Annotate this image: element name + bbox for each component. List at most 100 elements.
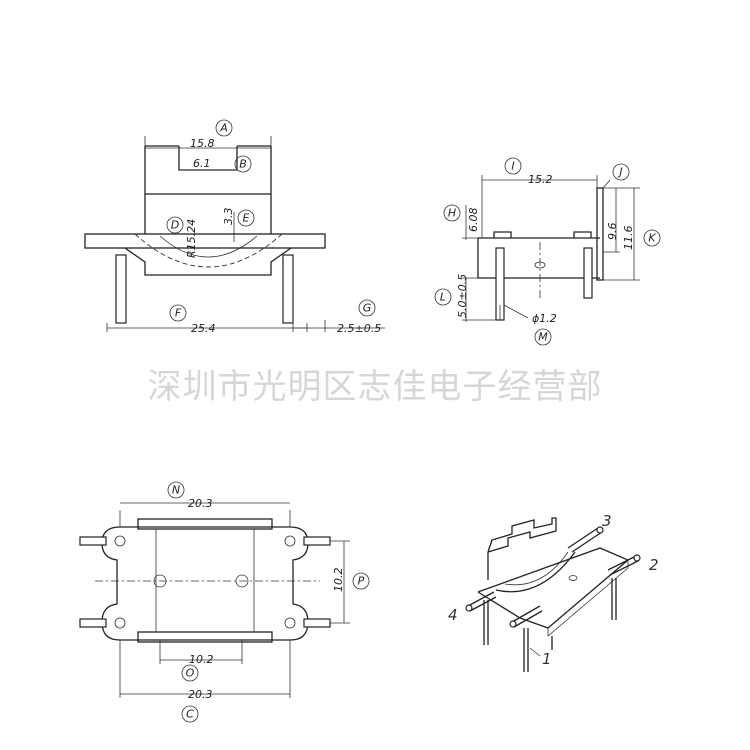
dim-line-n: [119, 502, 291, 527]
callout-p-circle: [352, 572, 370, 590]
iso-pin-3-end: [596, 526, 604, 534]
callout-o: O: [186, 667, 195, 680]
dim-line-j: [602, 179, 611, 189]
dim-p-value: 10.2: [332, 568, 345, 593]
callout-p: P: [358, 575, 365, 588]
callout-n-circle: [167, 481, 185, 499]
callout-b-circle: [234, 155, 252, 173]
iso-pin-1-horiz-end: [509, 620, 517, 628]
bottom-view: 20.3 N 10.2 P 10.2 O 20.3 C: [79, 481, 370, 723]
callout-m-circle: [534, 328, 552, 346]
callout-k: K: [648, 232, 656, 245]
dim-line-c: [119, 640, 291, 698]
iso-saddle-inner: [504, 551, 569, 586]
dim-line-g: [292, 320, 385, 332]
callout-d: D: [171, 219, 179, 232]
dim-f-value: 25.4: [191, 322, 216, 335]
dim-line-l: [462, 277, 496, 322]
pin-leader-1: [529, 647, 541, 657]
callout-h-circle: [443, 204, 461, 222]
iso-pin-2-end: [633, 554, 641, 562]
dim-line-a: [144, 136, 272, 149]
side-pin-right: [583, 247, 593, 299]
iso-view: 3 2 4 1: [448, 512, 659, 672]
bottom-pin-tl: [79, 536, 107, 546]
dim-g-value: 2.5±0.5: [337, 322, 381, 335]
bottom-hole-bl: [114, 617, 126, 629]
front-flange: [84, 233, 326, 249]
pin-number-4: 4: [448, 606, 458, 624]
callout-a-circle: [215, 119, 233, 137]
iso-hole: [568, 575, 578, 581]
front-pin-right: [282, 254, 294, 324]
callout-b: B: [239, 158, 247, 171]
pin-number-3: 3: [602, 512, 612, 530]
callout-h: H: [448, 207, 456, 220]
front-flange-lower: [124, 247, 292, 276]
watermark-text: 深圳市光明区志佳电子经营部: [148, 367, 603, 407]
callout-e: E: [243, 212, 250, 225]
callout-e-circle: [237, 209, 255, 227]
iso-back-wall: [487, 517, 557, 580]
bottom-inner-window: [155, 529, 255, 632]
callout-j-circle: [612, 163, 630, 181]
iso-saddle: [495, 551, 576, 593]
callout-d-circle: [166, 216, 184, 234]
dim-d-value: R15.24: [185, 219, 198, 258]
iso-pin-4: [467, 591, 497, 612]
dim-line-p: [330, 540, 350, 624]
dim-i-value: 15.2: [528, 173, 553, 186]
front-radius-arc-inner: [159, 235, 258, 258]
callout-n: N: [172, 484, 180, 497]
front-pin-left: [115, 254, 127, 324]
dim-k-value: 11.6: [622, 226, 635, 251]
bottom-pin-tr: [303, 536, 331, 546]
bottom-pin-br: [303, 618, 331, 628]
side-hole: [534, 261, 546, 269]
side-view: 15.2 I J 9.6 11.6 K 6.08 H 5.0±0.5 L ϕ1.…: [434, 157, 661, 346]
front-body-outline: [144, 145, 272, 234]
dim-n-value: 20.3: [188, 497, 213, 510]
side-wall: [596, 187, 604, 281]
callout-k-circle: [643, 229, 661, 247]
front-radius-arc: [134, 233, 283, 268]
callout-l-circle: [434, 288, 452, 306]
callout-f: F: [175, 307, 182, 320]
callout-a: A: [219, 122, 228, 135]
dim-line-o: [159, 640, 243, 664]
bottom-hole-tr: [284, 535, 296, 547]
callout-i: I: [511, 160, 514, 173]
iso-down-pins: [483, 578, 617, 672]
callout-g-circle: [358, 299, 376, 317]
dim-j-value: 9.6: [606, 223, 619, 241]
dim-line-m: [499, 304, 529, 320]
iso-pin-4-end: [465, 604, 473, 612]
dim-c-value: 20.3: [188, 688, 213, 701]
iso-pin-1-horiz: [511, 605, 543, 628]
callout-f-circle: [169, 304, 187, 322]
pin-number-1: 1: [542, 650, 552, 668]
dim-line-i: [481, 175, 598, 238]
iso-pin-2: [607, 555, 639, 576]
dim-b-value: 6.1: [193, 157, 211, 170]
callout-j: J: [617, 166, 622, 179]
callout-m: M: [538, 331, 548, 344]
callout-c-circle: [181, 705, 199, 723]
callout-c: C: [186, 708, 194, 721]
pin-number-2: 2: [649, 556, 659, 574]
dim-o-value: 10.2: [189, 653, 214, 666]
bottom-hole-br: [284, 617, 296, 629]
dim-line-h: [462, 205, 478, 240]
callout-o-circle: [181, 664, 199, 682]
bottom-pin-bl: [79, 618, 107, 628]
bottom-hole-tl: [114, 535, 126, 547]
dim-line-k: [603, 188, 640, 281]
dim-e-value: 3.3: [222, 208, 235, 226]
dim-h-value: 6.08: [467, 208, 480, 233]
callout-l: L: [440, 291, 446, 304]
dim-a-value: 15.8: [190, 137, 215, 150]
bottom-body-outline: [101, 526, 309, 641]
iso-base: [477, 547, 630, 629]
dim-m-value: ϕ1.2: [532, 312, 557, 325]
